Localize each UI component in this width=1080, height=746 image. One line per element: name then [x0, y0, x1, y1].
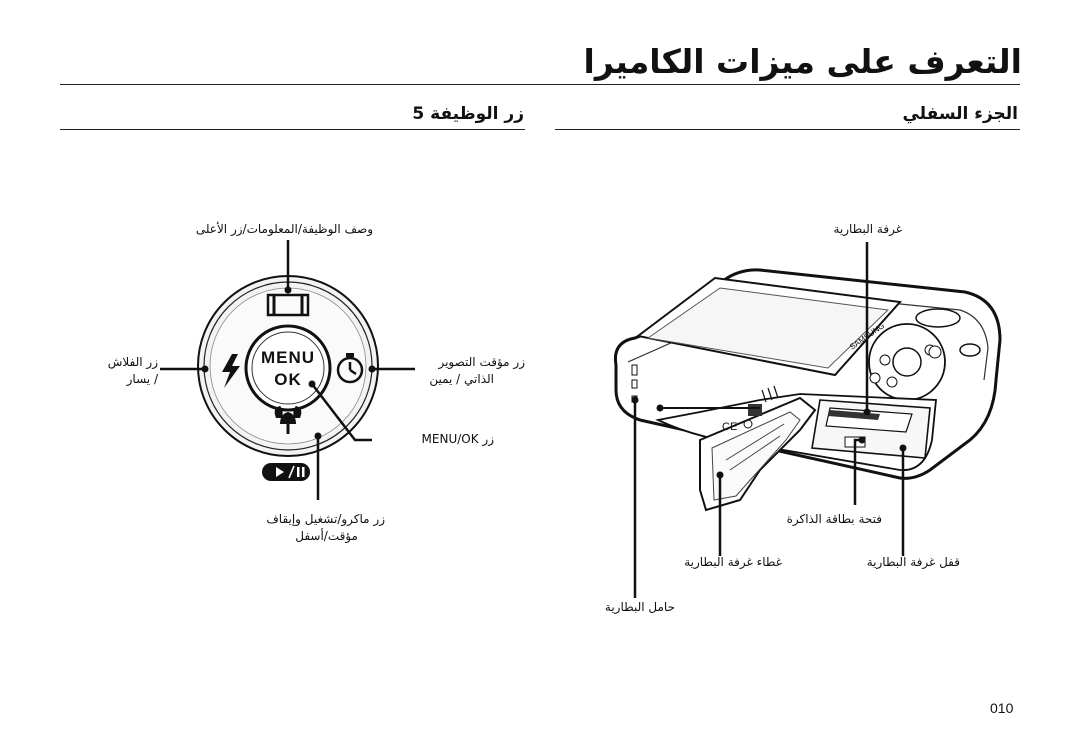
timer-direction-label: الذاتي / يمين [429, 372, 494, 386]
flash-direction-label: / يسار [126, 372, 158, 386]
page-number: 010 [990, 700, 1014, 716]
top-button-label: وصف الوظيفة/المعلومات/زر الأعلى [195, 222, 373, 236]
memory-card-slot-label: فتحة بطاقة الذاكرة [786, 512, 882, 526]
flash-icon [222, 354, 240, 388]
bottom-section-title: الجزء السفلي [902, 104, 1018, 124]
macro-button-label: زر ماكرو/تشغيل وإيقاف [266, 512, 385, 526]
tripod-mount-label: حامل البطارية [604, 600, 675, 614]
play-pause-icon [262, 463, 310, 481]
ok-label: OK [274, 370, 302, 389]
timer-button-label: زر مؤقت التصوير [438, 355, 525, 369]
macro-direction-label: مؤقت/أسفل [295, 529, 358, 543]
flash-button-label: زر الفلاش [107, 355, 158, 369]
page-title: التعرف على ميزات الكاميرا [583, 42, 1022, 81]
title-rule [60, 84, 1020, 85]
timer-icon [336, 353, 364, 384]
menu-ok-button-label: زر MENU/OK [421, 432, 494, 446]
bottom-section-rule [555, 129, 1020, 130]
display-icon [266, 293, 310, 317]
svg-text:CE: CE [722, 421, 737, 433]
battery-chamber-label: غرفة البطارية [833, 222, 902, 236]
battery-lock-label: قفل غرفة البطارية [866, 555, 960, 569]
function-button-section-title: زر الوظيفة 5 [412, 104, 524, 124]
menu-label: MENU [260, 348, 316, 367]
function-button-section-rule [60, 129, 525, 130]
macro-icon [274, 406, 302, 434]
battery-door-label: غطاء غرفة البطارية [684, 555, 782, 569]
